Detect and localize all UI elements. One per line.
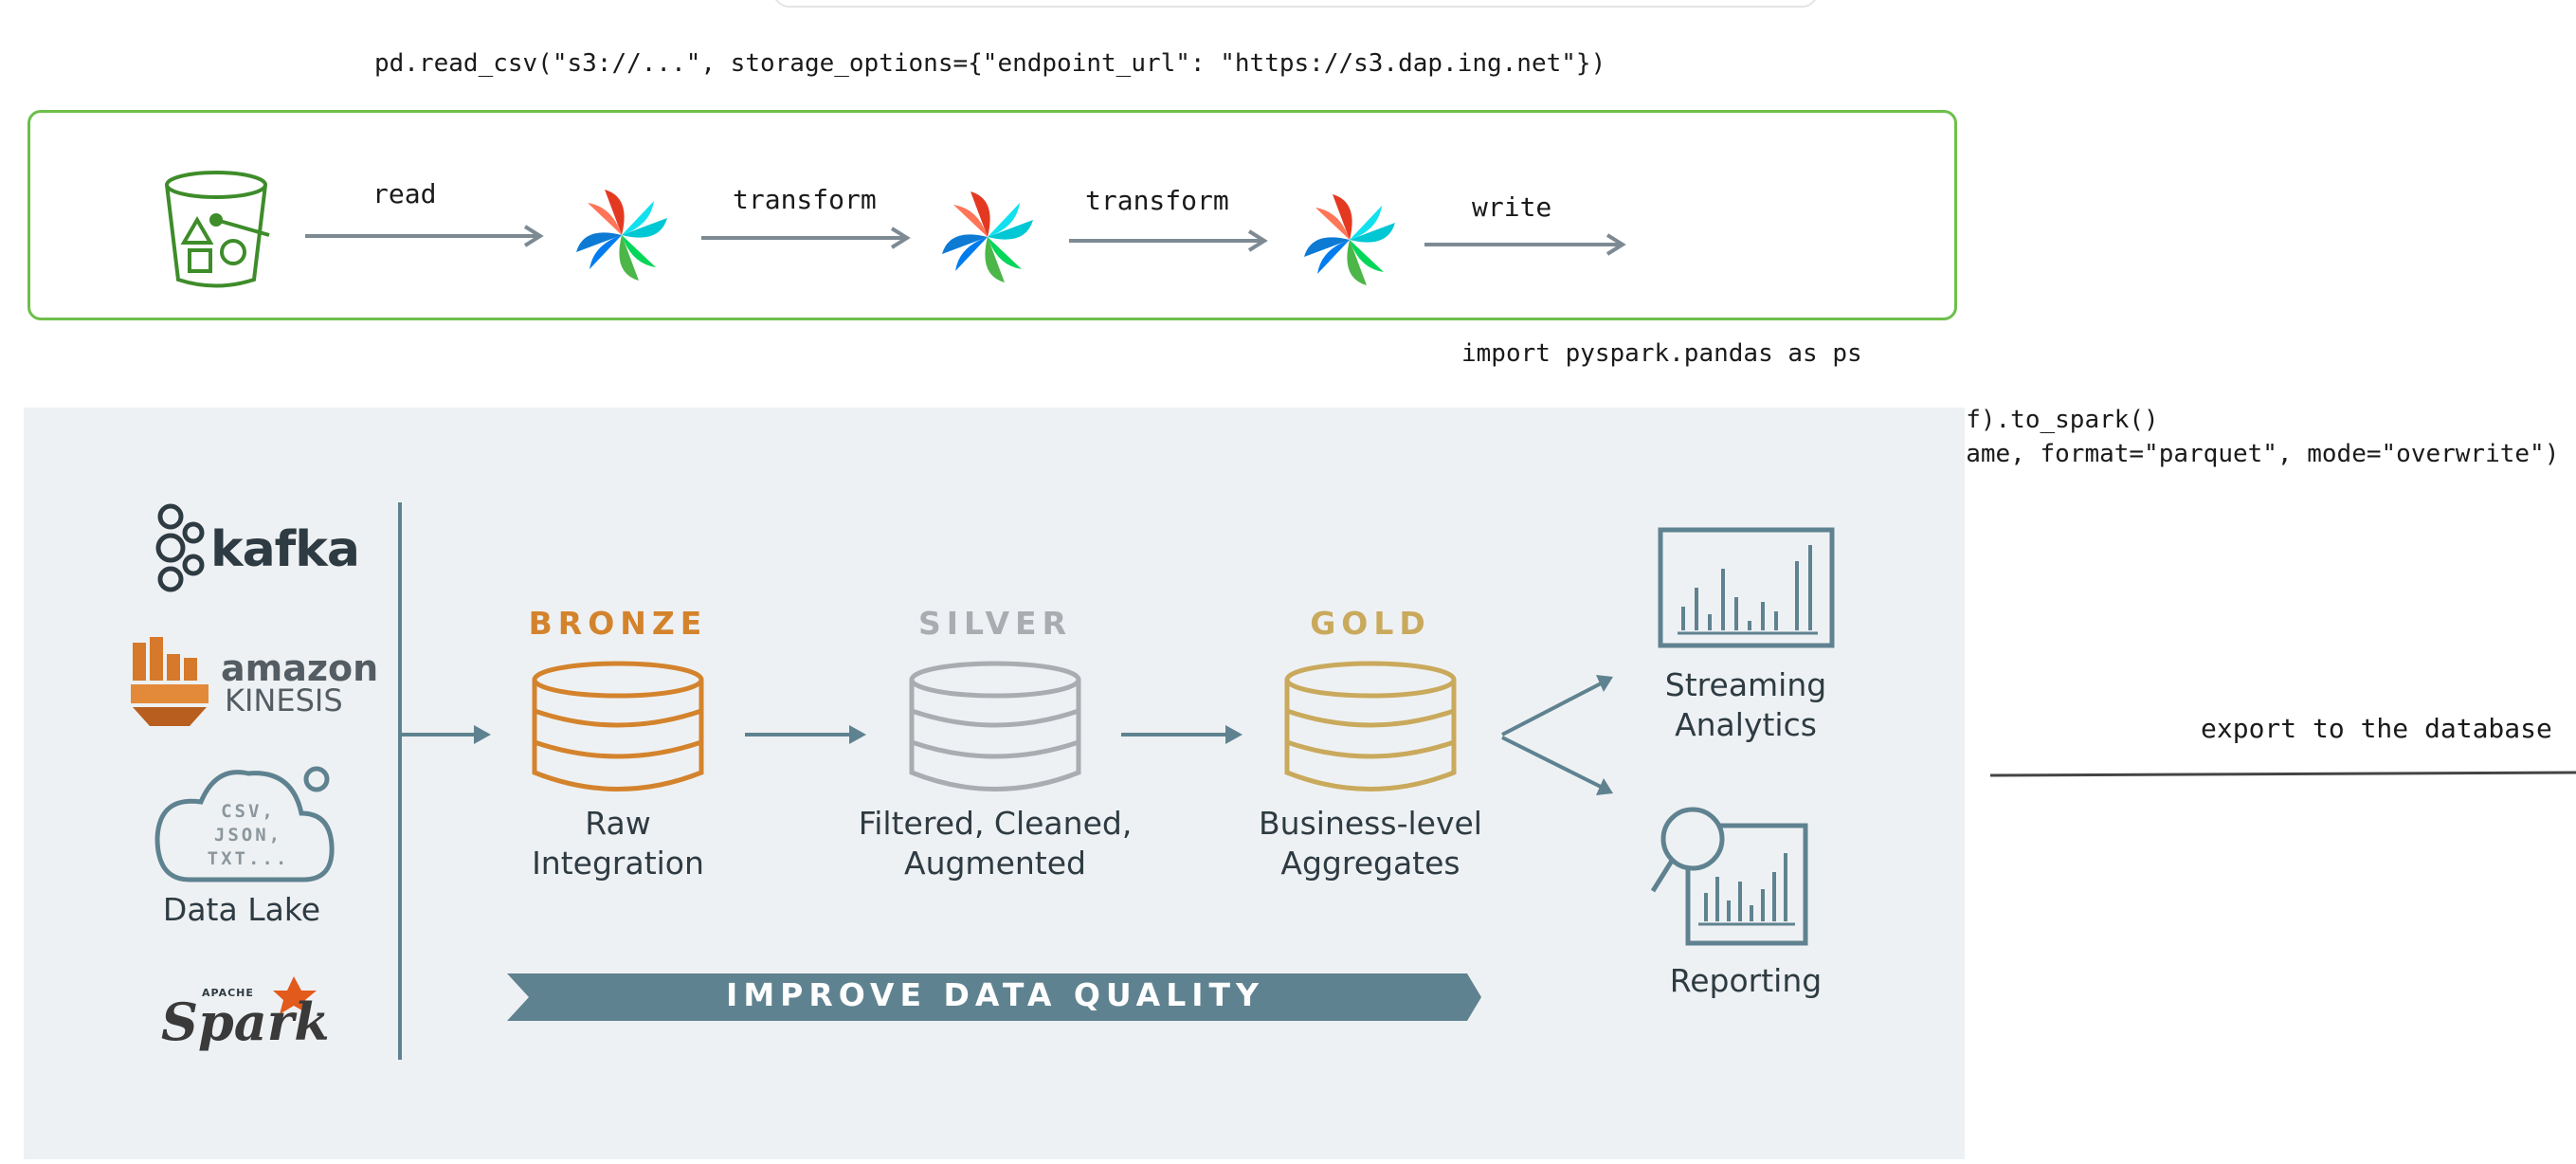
tier-caption-line: Filtered, Cleaned, xyxy=(858,805,1133,842)
data-lake-cloud-icon xyxy=(154,766,335,882)
tier-caption-silver: Filtered, Cleaned, Augmented xyxy=(825,804,1166,883)
kinesis-icon xyxy=(131,637,209,726)
s3-bucket-icon xyxy=(165,171,270,288)
streaming-analytics-chart-icon xyxy=(1658,527,1835,648)
export-line xyxy=(1990,771,2576,777)
reporting-label: Reporting xyxy=(1669,962,1823,999)
data-lake-label: Data Lake xyxy=(162,891,321,928)
cloud-text-line: TXT... xyxy=(207,848,290,869)
improve-quality-banner-text: IMPROVE DATA QUALITY xyxy=(726,976,1264,1013)
write-code-line: import pyspark.pandas as ps xyxy=(1461,339,1862,368)
kinesis-label: KINESIS xyxy=(225,682,343,718)
step-label-transform: transform xyxy=(1085,185,1229,216)
kafka-icon xyxy=(155,503,205,592)
airflow-pipeline-box xyxy=(27,110,1957,320)
step-label-transform: transform xyxy=(733,184,877,215)
tier-caption-line: Aggregates xyxy=(1280,845,1460,882)
step-label-write: write xyxy=(1472,191,1552,223)
tier-caption-bronze: Raw Integration xyxy=(447,804,789,883)
spark-star-icon xyxy=(273,976,317,1014)
tier-caption-line: Raw xyxy=(585,805,651,842)
tier-caption-line: Integration xyxy=(532,845,704,882)
streaming-analytics-label: Streaming Analytics xyxy=(1575,665,1916,745)
tier-title-bronze: BRONZE xyxy=(528,605,708,642)
cloud-text-line: CSV, xyxy=(221,801,276,822)
top-code-annotation: pd.read_csv("s3://...", storage_options=… xyxy=(374,49,1606,78)
tier-title-silver: SILVER xyxy=(917,605,1073,642)
tier-caption-line: Augmented xyxy=(904,845,1086,882)
kafka-label: kafka xyxy=(210,521,360,578)
output-label-line: Streaming xyxy=(1664,666,1827,703)
spark-label: Spark xyxy=(161,991,330,1052)
medallion-panel xyxy=(24,408,1965,1159)
cloud-text-line: JSON, xyxy=(213,825,283,846)
tier-caption-line: Business-level xyxy=(1259,805,1482,842)
tier-title-gold: GOLD xyxy=(1310,605,1431,642)
step-label-read: read xyxy=(372,178,437,209)
reporting-chart-icon xyxy=(1650,807,1808,946)
bronze-database-icon xyxy=(532,661,704,791)
apache-label: APACHE xyxy=(202,987,254,999)
improve-quality-banner xyxy=(507,973,1481,1021)
gold-database-icon xyxy=(1284,661,1457,791)
cloud-text: CSV, JSON, TXT... xyxy=(201,800,296,871)
amazon-label: amazon xyxy=(221,647,379,689)
tier-caption-gold: Business-level Aggregates xyxy=(1200,804,1541,883)
silver-database-icon xyxy=(909,661,1081,791)
export-label: export to the database xyxy=(2201,713,2552,744)
output-label-line: Analytics xyxy=(1675,706,1817,743)
